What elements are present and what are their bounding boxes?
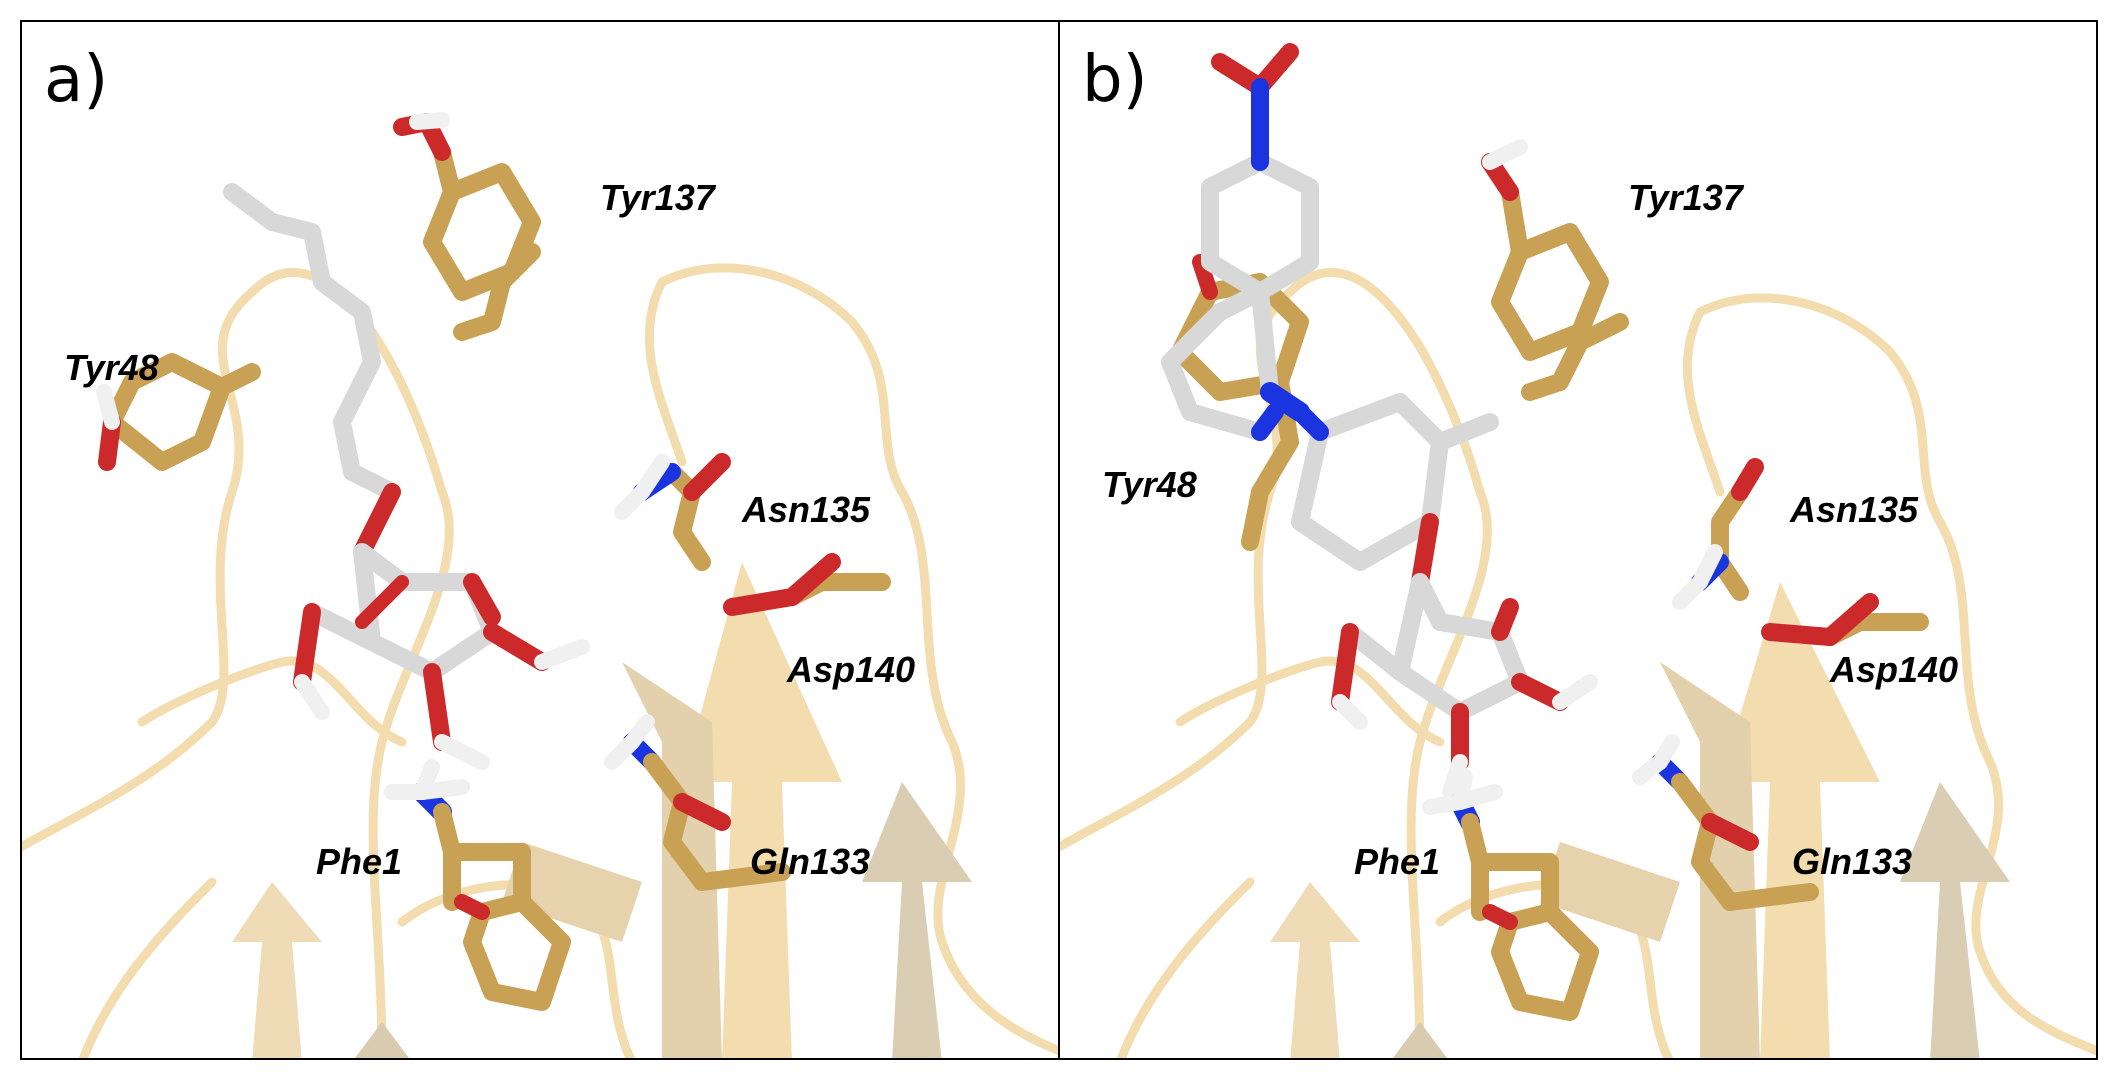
- residue-tyr137: [393, 112, 541, 341]
- residue-phe1: [1422, 769, 1599, 1021]
- label-gln133: Gln133: [750, 841, 871, 882]
- label-tyr137: Tyr137: [600, 177, 715, 218]
- label-tyr48: Tyr48: [64, 347, 159, 388]
- residue-tyr137: [1481, 139, 1629, 401]
- panel-b: b) Tyr137 Tyr48 Asn135 Asp140 Phe1 Gln13…: [1058, 20, 2098, 1060]
- residue-phe1: [384, 759, 571, 1011]
- protein-cartoon: [1060, 267, 2096, 1058]
- residue-asp140: [1761, 593, 1929, 646]
- ligand-b: [1161, 43, 1598, 800]
- residue-gln133: [1632, 734, 1819, 911]
- ligand-a: [223, 183, 590, 770]
- panel-b-structure: [1060, 43, 2096, 1058]
- residue-asp140: [723, 553, 891, 616]
- label-tyr48: Tyr48: [1102, 464, 1197, 505]
- label-asp140: Asp140: [1830, 649, 1959, 690]
- label-phe1: Phe1: [1354, 841, 1441, 882]
- label-asn135: Asn135: [1790, 489, 1919, 530]
- label-asp140: Asp140: [787, 649, 916, 690]
- residue-asn135: [1672, 458, 1764, 610]
- panel-label: b): [1082, 43, 1148, 117]
- label-gln133: Gln133: [1792, 841, 1913, 882]
- beta-strands: [232, 562, 972, 1058]
- residue-asn135: [614, 453, 731, 571]
- panel-a-structure: [22, 112, 1058, 1058]
- panel-label: a): [44, 43, 109, 117]
- panel-a: a) Tyr137 Tyr48 Asn135 Asp140 Phe1 Gln13…: [20, 20, 1060, 1060]
- label-tyr137: Tyr137: [1628, 177, 1743, 218]
- residue-tyr48: [96, 353, 261, 471]
- label-phe1: Phe1: [316, 841, 403, 882]
- residue-gln133: [604, 714, 791, 891]
- beta-strands: [1270, 582, 2010, 1058]
- label-asn135: Asn135: [742, 489, 871, 530]
